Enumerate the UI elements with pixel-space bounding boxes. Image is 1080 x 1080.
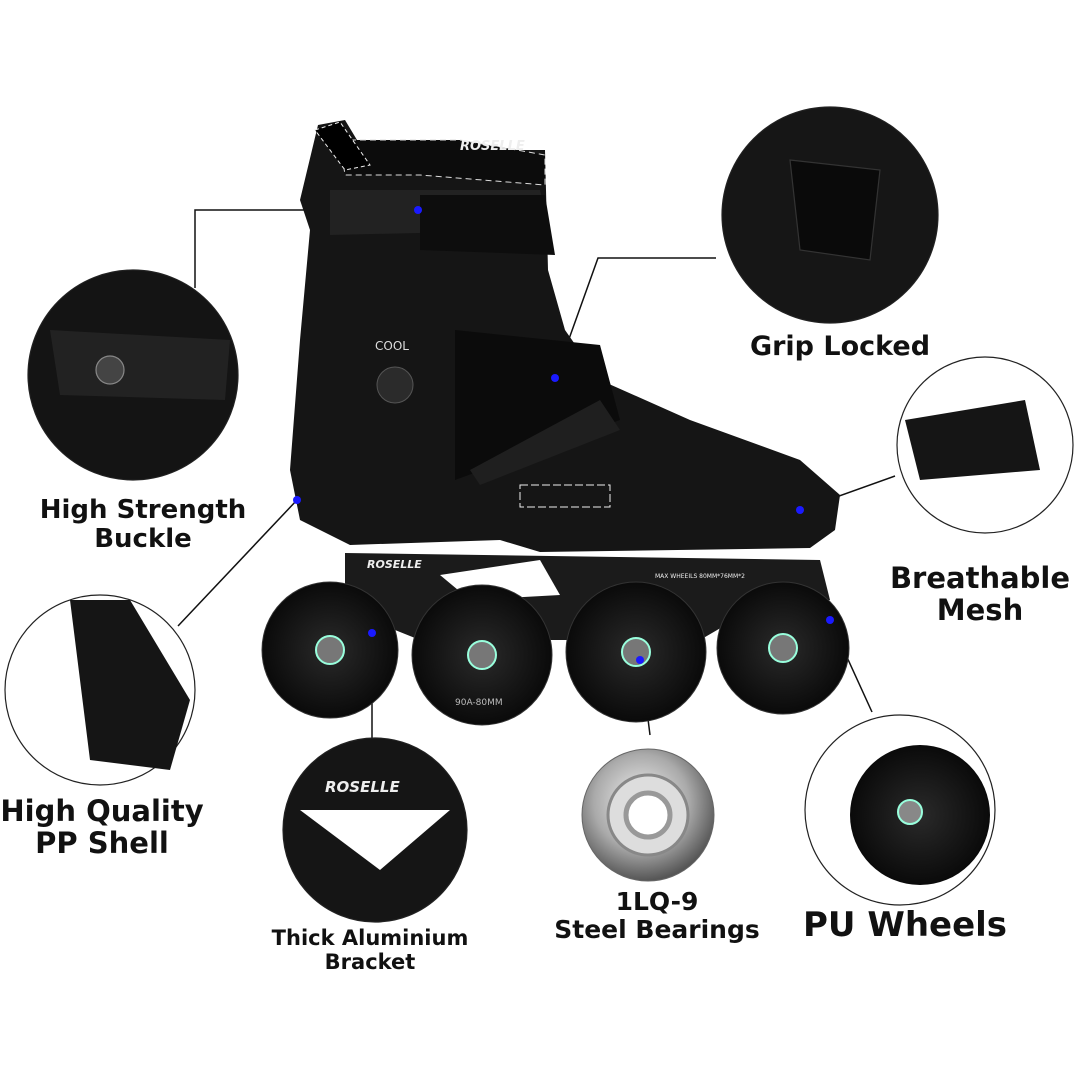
cuff-brand: ROSELLE [460,139,525,154]
label-line: High Strength [39,495,247,525]
label-line: PU Wheels [802,905,1008,945]
feature-label-shell: High Quality PP Shell [0,795,203,860]
wheel-closeup-circle [804,714,996,906]
wheel [411,584,553,726]
steel-bearing [581,748,715,882]
label-line: PP Shell [35,826,169,861]
label-line: Grip Locked [749,331,931,362]
label-line: High Quality [0,794,204,828]
wheel-spec-text: 90A-80MM [455,698,503,708]
label-line: Buckle [94,524,192,555]
feature-label-bearings: 1LQ-9 Steel Bearings [554,888,760,944]
shell-closeup-circle [4,594,196,786]
bracket-closeup-circle: ROSELLE [282,737,468,923]
wheels: 90A-80MM [261,581,850,726]
cuff-text: COOL [375,339,409,353]
feature-label-grip: Grip Locked [749,331,931,362]
feature-label-buckle: High Strength Buckle [39,495,247,555]
grip-closeup-circle [721,106,939,324]
feature-label-wheels: PU Wheels [803,906,1007,944]
label-line: Breathable [889,561,1071,595]
mesh-closeup-circle [896,356,1074,534]
skate-boot: COOL ROSELLE [290,120,840,552]
buckle-closeup-circle [27,269,239,481]
label-line: 1LQ-9 [615,887,699,916]
wheel [716,581,850,715]
label-line: Steel Bearings [554,915,760,944]
label-line: Mesh [936,593,1024,628]
frame-brand: ROSELLE [367,558,422,571]
label-line: Thick Aluminium [271,926,469,950]
wheel [565,581,707,723]
feature-label-bracket: Thick Aluminium Bracket [271,926,469,974]
label-line: Bracket [324,949,416,974]
wheel [261,581,399,719]
frame-spec-text: MAX WHEEILS 80MM*76MM*2 [655,573,745,580]
callout-dots [293,206,834,664]
feature-label-mesh: Breathable Mesh [890,562,1070,627]
bracket-brand: ROSELLE [325,778,400,796]
